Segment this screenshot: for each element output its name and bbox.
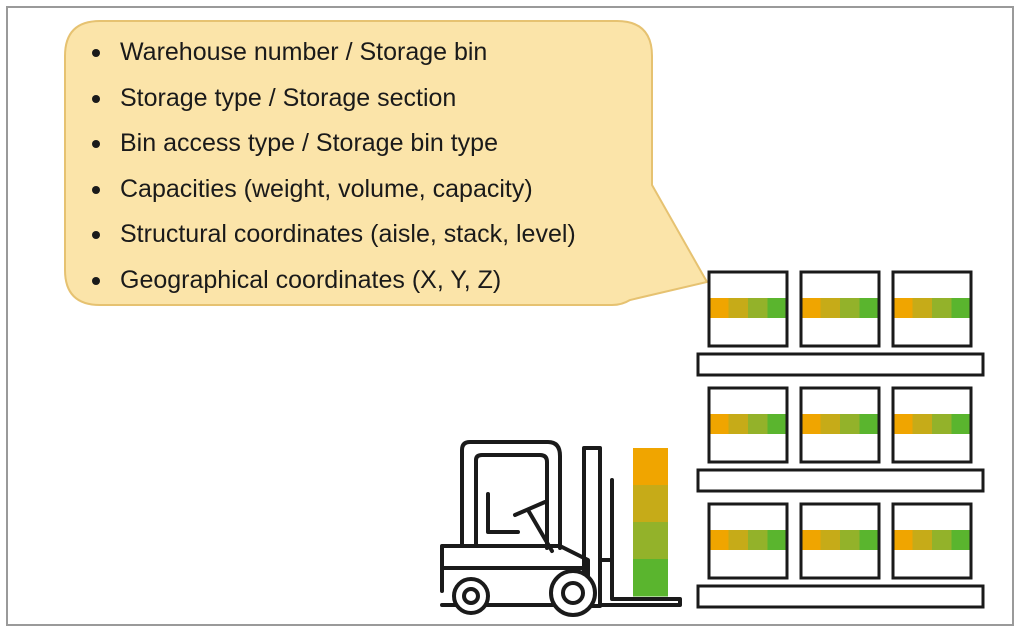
bin-label-segment bbox=[820, 530, 841, 550]
bin-label-segment bbox=[932, 530, 952, 550]
front-wheel bbox=[549, 569, 597, 617]
bin-label-segment bbox=[709, 530, 729, 550]
list-item-label: Geographical coordinates (X, Y, Z) bbox=[120, 265, 502, 294]
bin-label-segment bbox=[840, 298, 860, 318]
forklift-steering bbox=[513, 500, 547, 517]
bin-label-segment bbox=[728, 414, 749, 434]
bin-label-segment bbox=[912, 530, 933, 550]
bin-label-segment bbox=[912, 298, 933, 318]
bin-label-segment bbox=[767, 298, 788, 318]
storage-bin bbox=[707, 270, 789, 348]
bin-attribute-list: Warehouse number / Storage bin Storage t… bbox=[92, 30, 576, 303]
storage-bin bbox=[891, 270, 973, 348]
bin-label-segment bbox=[951, 298, 972, 318]
list-item: Storage type / Storage section bbox=[92, 76, 576, 122]
bin-label-segment bbox=[728, 530, 749, 550]
bin-label-segment bbox=[748, 298, 768, 318]
bin-label-segment bbox=[840, 414, 860, 434]
bin-label-segment bbox=[932, 414, 952, 434]
forklift-fork bbox=[598, 478, 682, 607]
list-item: Geographical coordinates (X, Y, Z) bbox=[92, 258, 576, 304]
list-item-label: Capacities (weight, volume, capacity) bbox=[120, 174, 533, 203]
storage-bin bbox=[891, 502, 973, 580]
bin-label-segment bbox=[951, 530, 972, 550]
bin-label-segment bbox=[767, 414, 788, 434]
bin-label-segment bbox=[801, 414, 821, 434]
bin-label-segment bbox=[951, 414, 972, 434]
list-item-label: Structural coordinates (aisle, stack, le… bbox=[120, 220, 576, 248]
list-item-label: Bin access type / Storage bin type bbox=[120, 129, 498, 157]
load-block bbox=[633, 485, 668, 523]
bin-label-segment bbox=[840, 530, 860, 550]
storage-bin bbox=[707, 502, 789, 580]
list-item-label: Warehouse number / Storage bin bbox=[120, 38, 488, 66]
bullet-icon bbox=[92, 276, 100, 285]
bin-label-segment bbox=[893, 530, 913, 550]
rack-shelf bbox=[696, 584, 985, 609]
list-item: Warehouse number / Storage bin bbox=[92, 30, 576, 76]
list-item: Capacities (weight, volume, capacity) bbox=[92, 167, 576, 213]
bin-label-segment bbox=[893, 414, 913, 434]
storage-rack bbox=[696, 270, 985, 609]
forklift-seat bbox=[486, 492, 520, 534]
forklift-cab bbox=[460, 440, 562, 550]
list-item: Bin access type / Storage bin type bbox=[92, 121, 576, 167]
storage-bin bbox=[707, 386, 789, 464]
bullet-icon bbox=[92, 185, 100, 194]
bullet-icon bbox=[92, 140, 100, 148]
bullet-icon bbox=[92, 94, 100, 103]
bin-label-segment bbox=[912, 414, 933, 434]
storage-bin bbox=[799, 270, 881, 348]
bin-label-segment bbox=[859, 298, 880, 318]
bin-label-segment bbox=[893, 298, 913, 318]
bullet-icon bbox=[92, 231, 100, 239]
bin-label-segment bbox=[709, 414, 729, 434]
forklift-load bbox=[633, 448, 668, 597]
rack-shelf bbox=[696, 468, 985, 493]
bin-label-segment bbox=[820, 414, 841, 434]
bin-label-segment bbox=[859, 530, 880, 550]
load-block bbox=[633, 522, 668, 560]
forklift-icon bbox=[440, 440, 682, 617]
bin-label-segment bbox=[748, 414, 768, 434]
bin-label-segment bbox=[932, 298, 952, 318]
load-block bbox=[633, 448, 668, 486]
bin-label-segment bbox=[801, 530, 821, 550]
bin-label-segment bbox=[728, 298, 749, 318]
bin-label-segment bbox=[801, 298, 821, 318]
list-item: Structural coordinates (aisle, stack, le… bbox=[92, 212, 576, 258]
bin-label-segment bbox=[820, 298, 841, 318]
rear-wheel bbox=[452, 577, 490, 615]
bin-label-segment bbox=[859, 414, 880, 434]
bin-label-segment bbox=[767, 530, 788, 550]
storage-bin bbox=[891, 386, 973, 464]
rack-shelf bbox=[696, 352, 985, 377]
storage-bin bbox=[799, 386, 881, 464]
forklift-cab-inner bbox=[474, 453, 549, 550]
load-block bbox=[633, 559, 668, 597]
list-item-label: Storage type / Storage section bbox=[120, 83, 457, 112]
bin-label-segment bbox=[748, 530, 768, 550]
storage-bin bbox=[799, 502, 881, 580]
bin-label-segment bbox=[709, 298, 729, 318]
bullet-icon bbox=[92, 49, 100, 57]
